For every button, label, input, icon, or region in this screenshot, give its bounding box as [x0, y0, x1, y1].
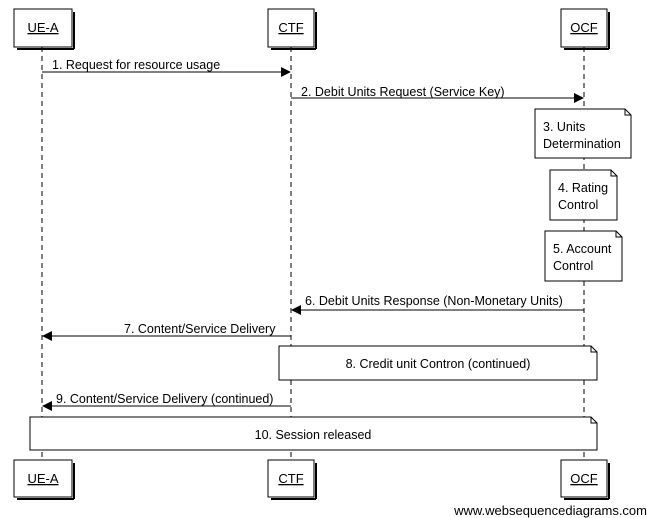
participant-ocf-top: OCF — [560, 8, 610, 50]
participant-ocf-bottom-label: OCF — [570, 471, 598, 486]
note-5-line-2: Control — [553, 259, 593, 273]
note-4-line-2: Control — [558, 198, 598, 212]
note-session-released: 10. Session released — [29, 416, 598, 451]
participant-ctf-bottom: CTF — [267, 459, 317, 500]
note-units-determination: 3. Units Determination — [534, 108, 632, 159]
note-3-line-1: 3. Units — [543, 120, 585, 134]
note-5-line-1: 5. Account — [553, 242, 612, 256]
message-1-label: 1. Request for resource usage — [52, 58, 220, 72]
note-10-line-1: 10. Session released — [255, 428, 372, 442]
message-6-label: 6. Debit Units Response (Non-Monetary Un… — [305, 294, 563, 308]
participant-ue-a-bottom: UE-A — [13, 459, 75, 500]
message-2-label: 2. Debit Units Request (Service Key) — [301, 85, 505, 99]
participant-ue-a-label: UE-A — [27, 20, 58, 35]
watermark-link[interactable]: www.websequencediagrams.com — [454, 503, 647, 518]
note-8-line-1: 8. Credit unit Contron (continued) — [346, 357, 531, 371]
participant-ctf-top: CTF — [267, 8, 317, 50]
participant-ocf-label: OCF — [570, 20, 598, 35]
note-credit-unit-contron: 8. Credit unit Contron (continued) — [278, 345, 598, 381]
participant-ocf-bottom: OCF — [560, 459, 610, 500]
note-4-line-1: 4. Rating — [558, 181, 608, 195]
message-7-label: 7. Content/Service Delivery — [124, 322, 276, 336]
note-3-line-2: Determination — [543, 137, 621, 151]
note-rating-control: 4. Rating Control — [549, 169, 618, 221]
participant-ue-a-bottom-label: UE-A — [27, 471, 58, 486]
message-9-label: 9. Content/Service Delivery (continued) — [56, 392, 273, 406]
note-account-control: 5. Account Control — [544, 230, 623, 282]
participant-ctf-label: CTF — [278, 20, 303, 35]
participant-ue-a-top: UE-A — [13, 8, 75, 50]
participant-ctf-bottom-label: CTF — [278, 471, 303, 486]
